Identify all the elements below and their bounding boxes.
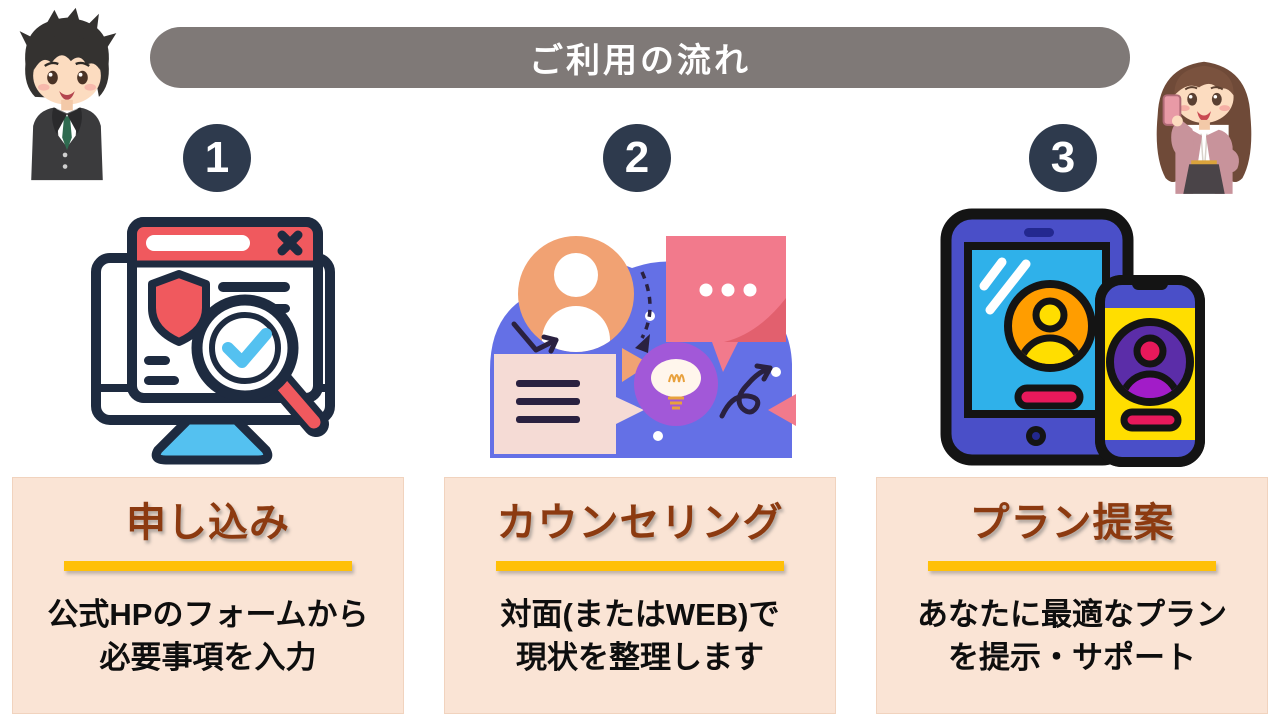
description-line-1: あなたに最適なプラン [917,597,1227,632]
step-description: 対面(またはWEB)で 現状を整理します [445,594,835,680]
businessman-character-icon [19,7,117,181]
title-underline [64,561,352,571]
title-underline [928,561,1216,571]
step-number-badge-2: 2 [603,124,671,192]
description-line-2: 現状を整理します [516,639,764,675]
title-underline [496,561,784,571]
monitor-search-illustration-icon [91,217,335,465]
header-title: ご利用の流れ [529,42,751,80]
header-banner: ご利用の流れ [150,27,1130,88]
description-line-1: 対面(またはWEB)で [500,597,780,632]
step-card-plan-proposal: プラン提案 あなたに最適なプラン を提示・サポート [876,477,1268,714]
step-number: 3 [1050,133,1076,182]
step-number: 2 [624,133,650,182]
description-line-2: を提示・サポート [948,639,1196,675]
tablet-phone-profile-illustration-icon [940,208,1205,467]
step-description: あなたに最適なプラン を提示・サポート [877,594,1267,680]
step-title: 申し込み [126,501,290,545]
step-card-application: 申し込み 公式HPのフォームから 必要事項を入力 [12,477,404,714]
description-line-1: 公式HPのフォームから [47,597,369,632]
step-description: 公式HPのフォームから 必要事項を入力 [13,594,403,680]
step-card-counseling: カウンセリング 対面(またはWEB)で 現状を整理します [444,477,836,714]
step-title: カウンセリング [496,501,784,545]
step-number-badge-3: 3 [1029,124,1097,192]
description-line-2: 必要事項を入力 [99,639,317,675]
step-title: プラン提案 [969,501,1175,545]
counseling-discussion-illustration-icon [490,236,796,458]
step-number-badge-1: 1 [183,124,251,192]
step-number: 1 [204,133,230,182]
businesswoman-character-icon [1156,61,1252,194]
